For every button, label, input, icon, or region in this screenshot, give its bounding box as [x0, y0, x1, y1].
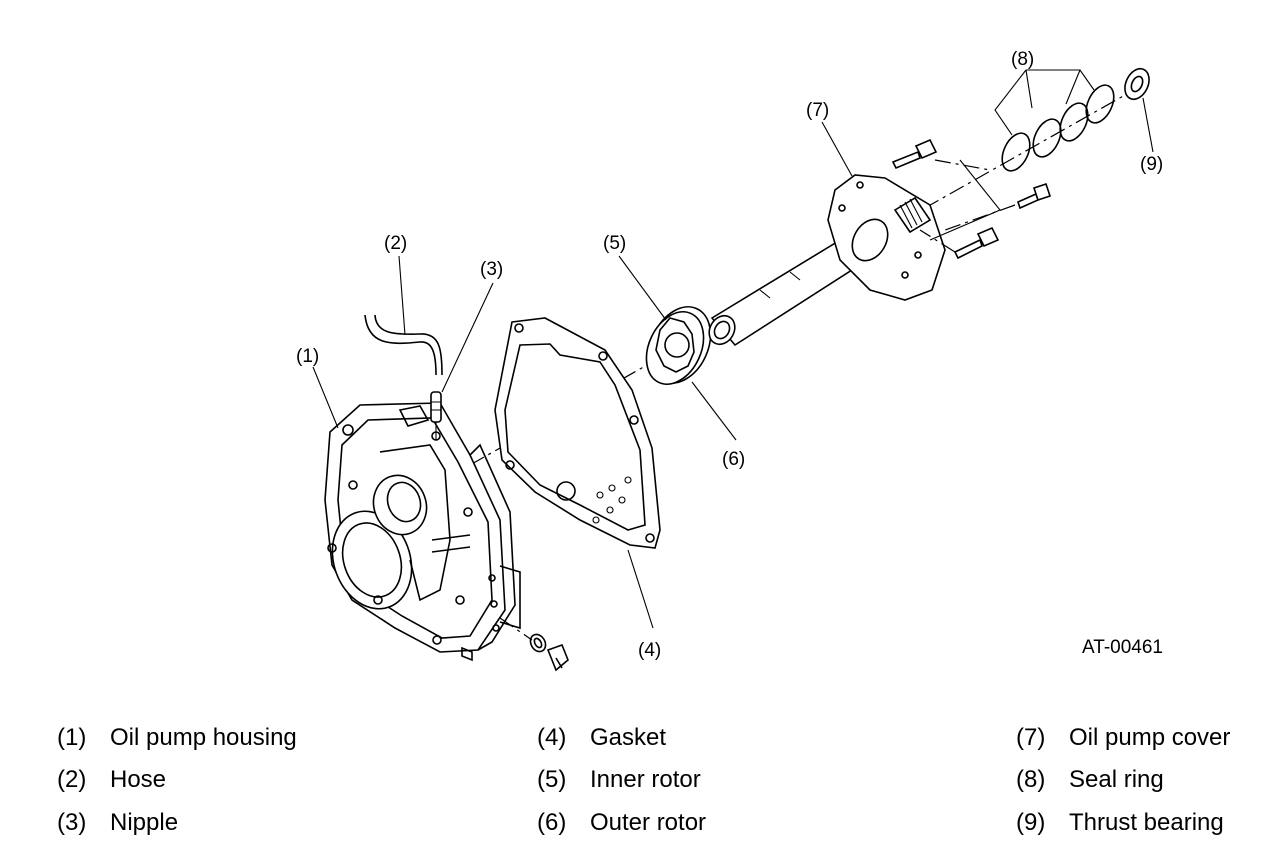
callout-6: (6) [722, 449, 745, 470]
legend-label: Oil pump housing [110, 724, 297, 751]
legend-number: (1) [57, 724, 87, 751]
cover-bolts-part [891, 138, 1052, 260]
nipple-part [430, 391, 442, 440]
legend-number: (8) [1016, 766, 1046, 793]
callout-2: (2) [384, 233, 407, 254]
drain-plug-part [499, 617, 569, 672]
parts-legend: (1) Oil pump housing (2) Hose (3) Nipple… [0, 718, 1280, 848]
legend-label: Inner rotor [590, 766, 701, 793]
callout-4: (4) [638, 640, 661, 661]
legend-number: (2) [57, 766, 87, 793]
callout-7: (7) [806, 100, 829, 121]
legend-number: (7) [1016, 724, 1046, 751]
figure-code: AT-00461 [1082, 637, 1163, 658]
legend-label: Nipple [110, 809, 179, 836]
gasket-part [494, 317, 661, 549]
exploded-view-diagram: (1) (2) (3) (4) (5) (6) (7) (8) (9) AT-0… [296, 49, 1163, 672]
legend-number: (6) [537, 809, 567, 836]
callout-3: (3) [480, 259, 503, 280]
hose-part [364, 314, 443, 376]
oil-pump-housing-part [324, 402, 521, 662]
rotor-set-part [645, 306, 712, 385]
legend-number: (9) [1016, 809, 1046, 836]
legend-number: (4) [537, 724, 567, 751]
seal-rings-part [1001, 84, 1115, 172]
legend-label: Outer rotor [590, 809, 707, 836]
callout-5: (5) [603, 233, 626, 254]
legend-label: Thrust bearing [1069, 809, 1224, 836]
callout-1: (1) [296, 346, 319, 367]
legend-number: (3) [57, 809, 87, 836]
thrust-bearing-part [1124, 67, 1150, 101]
legend-label: Hose [110, 766, 167, 793]
legend-label: Gasket [590, 724, 667, 751]
oil-pump-cover-part [708, 174, 946, 347]
callout-9: (9) [1140, 154, 1163, 175]
legend-label: Oil pump cover [1069, 724, 1231, 751]
leader-lines [312, 69, 1154, 629]
legend-label: Seal ring [1069, 766, 1164, 793]
legend-number: (5) [537, 766, 567, 793]
callout-8: (8) [1011, 49, 1034, 70]
